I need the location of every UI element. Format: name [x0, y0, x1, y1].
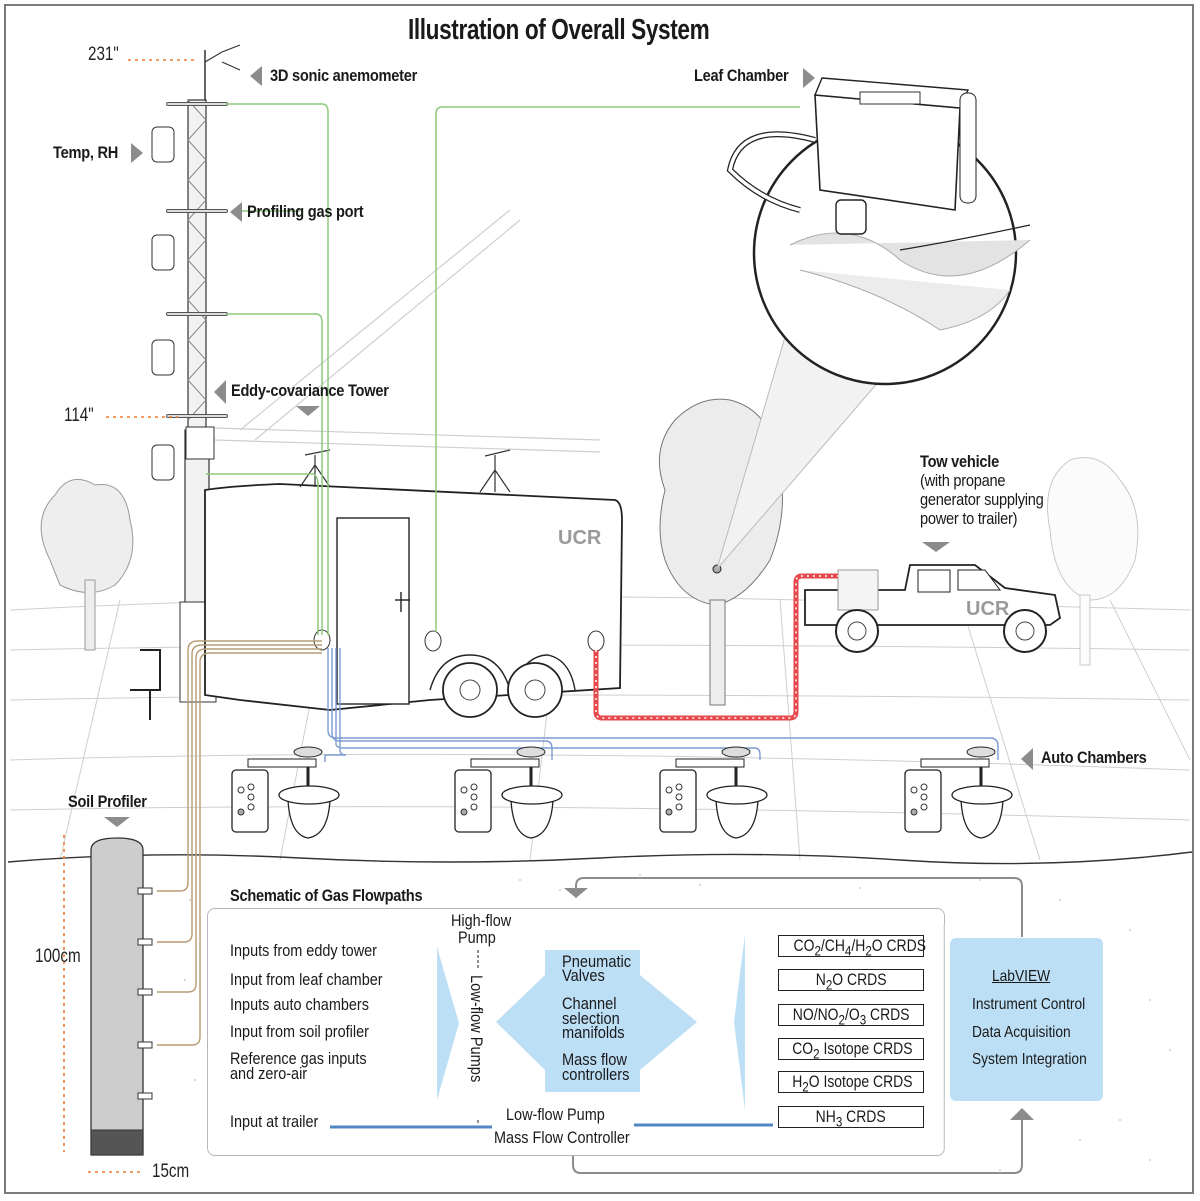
leaf-chamber-line: [435, 106, 800, 632]
auto-chamber-units: [231, 746, 1013, 839]
center-manifolds: manifolds: [562, 1023, 625, 1042]
analyzer-label: NO/NO2/O3 CRDS: [792, 1005, 910, 1029]
tow-vehicle-desc-3: power to trailer): [920, 509, 1018, 528]
callout-profiling-port: Profiling gas port: [247, 202, 364, 221]
analyzer-label: H2O Isotope CRDS: [792, 1072, 913, 1096]
background-tree-right: [1047, 457, 1139, 666]
anemometer-icon: [204, 44, 241, 71]
auto-chamber-lines: [324, 648, 999, 762]
center-valves: Valves: [562, 966, 605, 985]
high-flow-pump-1: High-flow: [451, 911, 512, 930]
analyzer-label: CO2 Isotope CRDS: [792, 1039, 913, 1063]
labview-panel: [950, 938, 1103, 1101]
arrow-leaf-chamber: [803, 68, 815, 88]
center-mass-flow: Mass flow: [562, 1050, 627, 1069]
arrow-soil-profiler: [104, 817, 130, 827]
arrow-temp-rh: [131, 143, 143, 163]
analyzer-box: H2O Isotope CRDS: [778, 1071, 924, 1095]
low-flow-pumps-label: Low-flow Pumps: [467, 975, 486, 1083]
input-eddy-tower: Inputs from eddy tower: [230, 941, 377, 960]
schematic-title: Schematic of Gas Flowpaths: [230, 886, 423, 905]
soil-surface-line: [7, 851, 1193, 865]
arrow-eddy-tower: [214, 380, 226, 404]
callout-temp-rh: Temp, RH: [53, 143, 119, 162]
analyzer-label: N2O CRDS: [815, 970, 887, 994]
auto-chamber: [904, 746, 1013, 839]
center-pneumatic: Pneumatic: [562, 952, 632, 971]
analyzer-box: CO2/CH4/H2O CRDS: [778, 935, 926, 959]
analyzer-box: CO2 Isotope CRDS: [778, 1038, 924, 1062]
inputs-chevron: [437, 947, 459, 1100]
dim-tower-top: 231": [88, 44, 119, 65]
soil-profiler-column: [90, 837, 153, 1156]
center-hexagon: [496, 950, 697, 1092]
dim-soil-diameter: 15cm: [152, 1161, 190, 1182]
analyzers-chevron: [734, 934, 745, 1110]
labview-line-3: System Integration: [972, 1051, 1087, 1068]
input-soil-profiler: Input from soil profiler: [230, 1022, 369, 1041]
labview-feed-line: [572, 1118, 1023, 1174]
callout-auto-chambers: Auto Chambers: [1041, 748, 1147, 767]
analyzer-label: NH3 CRDS: [816, 1107, 886, 1131]
analyzer-box: NO/NO2/O3 CRDS: [778, 1004, 924, 1028]
feed-arrow-up: [1010, 1108, 1034, 1120]
analyzer-box: NH3 CRDS: [778, 1106, 924, 1130]
center-selection: selection: [562, 1009, 620, 1028]
input-reference-gas: Reference gas inputs: [230, 1049, 367, 1068]
input-leaf-chamber: Input from leaf chamber: [230, 970, 383, 989]
tow-vehicle-desc-1: (with propane: [920, 471, 1006, 490]
trailer-logo: UCR: [558, 527, 602, 549]
figure-title: Illustration of Overall System: [408, 14, 710, 46]
mass-flow-controller-label: Mass Flow Controller: [494, 1128, 630, 1147]
figure-frame: [4, 4, 1194, 1194]
callout-tow-vehicle: Tow vehicle (with propane generator supp…: [920, 452, 1044, 528]
input-at-trailer: Input at trailer: [230, 1112, 319, 1131]
dim-tower-mid: 114": [64, 405, 94, 426]
analyzer-label: CO2/CH4/H2O CRDS: [793, 936, 926, 960]
callout-soil-profiler: Soil Profiler: [68, 792, 147, 811]
return-arrow-down: [564, 888, 588, 898]
tow-vehicle-desc-2: generator supplying: [920, 490, 1044, 509]
dim-soil-depth: 100cm: [35, 946, 81, 967]
tower-sample-lines: [206, 103, 329, 635]
arrow-auto-chambers: [1021, 748, 1033, 770]
arrow-eddy-down: [296, 406, 320, 416]
soil-profiler-lines: [157, 640, 322, 1046]
callout-leaf-chamber: Leaf Chamber: [694, 66, 789, 85]
leaf-chamber-instrument: [726, 77, 977, 235]
pointer-arrows: [104, 66, 1033, 827]
labview-line-2: Data Acquisition: [972, 1024, 1071, 1041]
soil-speckle: [184, 874, 1171, 1171]
arrow-profiling-port: [230, 202, 242, 222]
tow-vehicle-title: Tow vehicle: [920, 452, 999, 471]
analyzer-box: N2O CRDS: [778, 969, 924, 993]
high-flow-pump-2: Pump: [458, 928, 496, 947]
callout-eddy-tower: Eddy-covariance Tower: [231, 381, 389, 400]
lowered-mast: [214, 209, 601, 453]
tow-vehicle: [804, 564, 1062, 653]
temp-rh-sensors: [151, 126, 175, 481]
input-zero-air: and zero-air: [230, 1064, 308, 1083]
dimension-markers: [63, 59, 198, 1173]
labview-title: LabVIEW: [992, 968, 1051, 985]
background-tree-left: [40, 478, 134, 651]
arrow-anemometer: [250, 66, 262, 86]
auto-chamber: [231, 746, 340, 839]
auto-chamber: [659, 746, 768, 839]
low-flow-pump-label: Low-flow Pump: [506, 1105, 605, 1124]
arrow-tow-vehicle: [922, 542, 950, 552]
input-auto-chambers: Inputs auto chambers: [230, 995, 369, 1014]
truck-logo: UCR: [966, 598, 1010, 620]
callout-anemometer: 3D sonic anemometer: [270, 66, 418, 85]
center-channel: Channel: [562, 994, 617, 1013]
labview-line-1: Instrument Control: [972, 996, 1086, 1013]
auto-chamber: [454, 746, 563, 839]
center-controllers: controllers: [562, 1065, 630, 1084]
labview-return-line: [575, 877, 1023, 937]
